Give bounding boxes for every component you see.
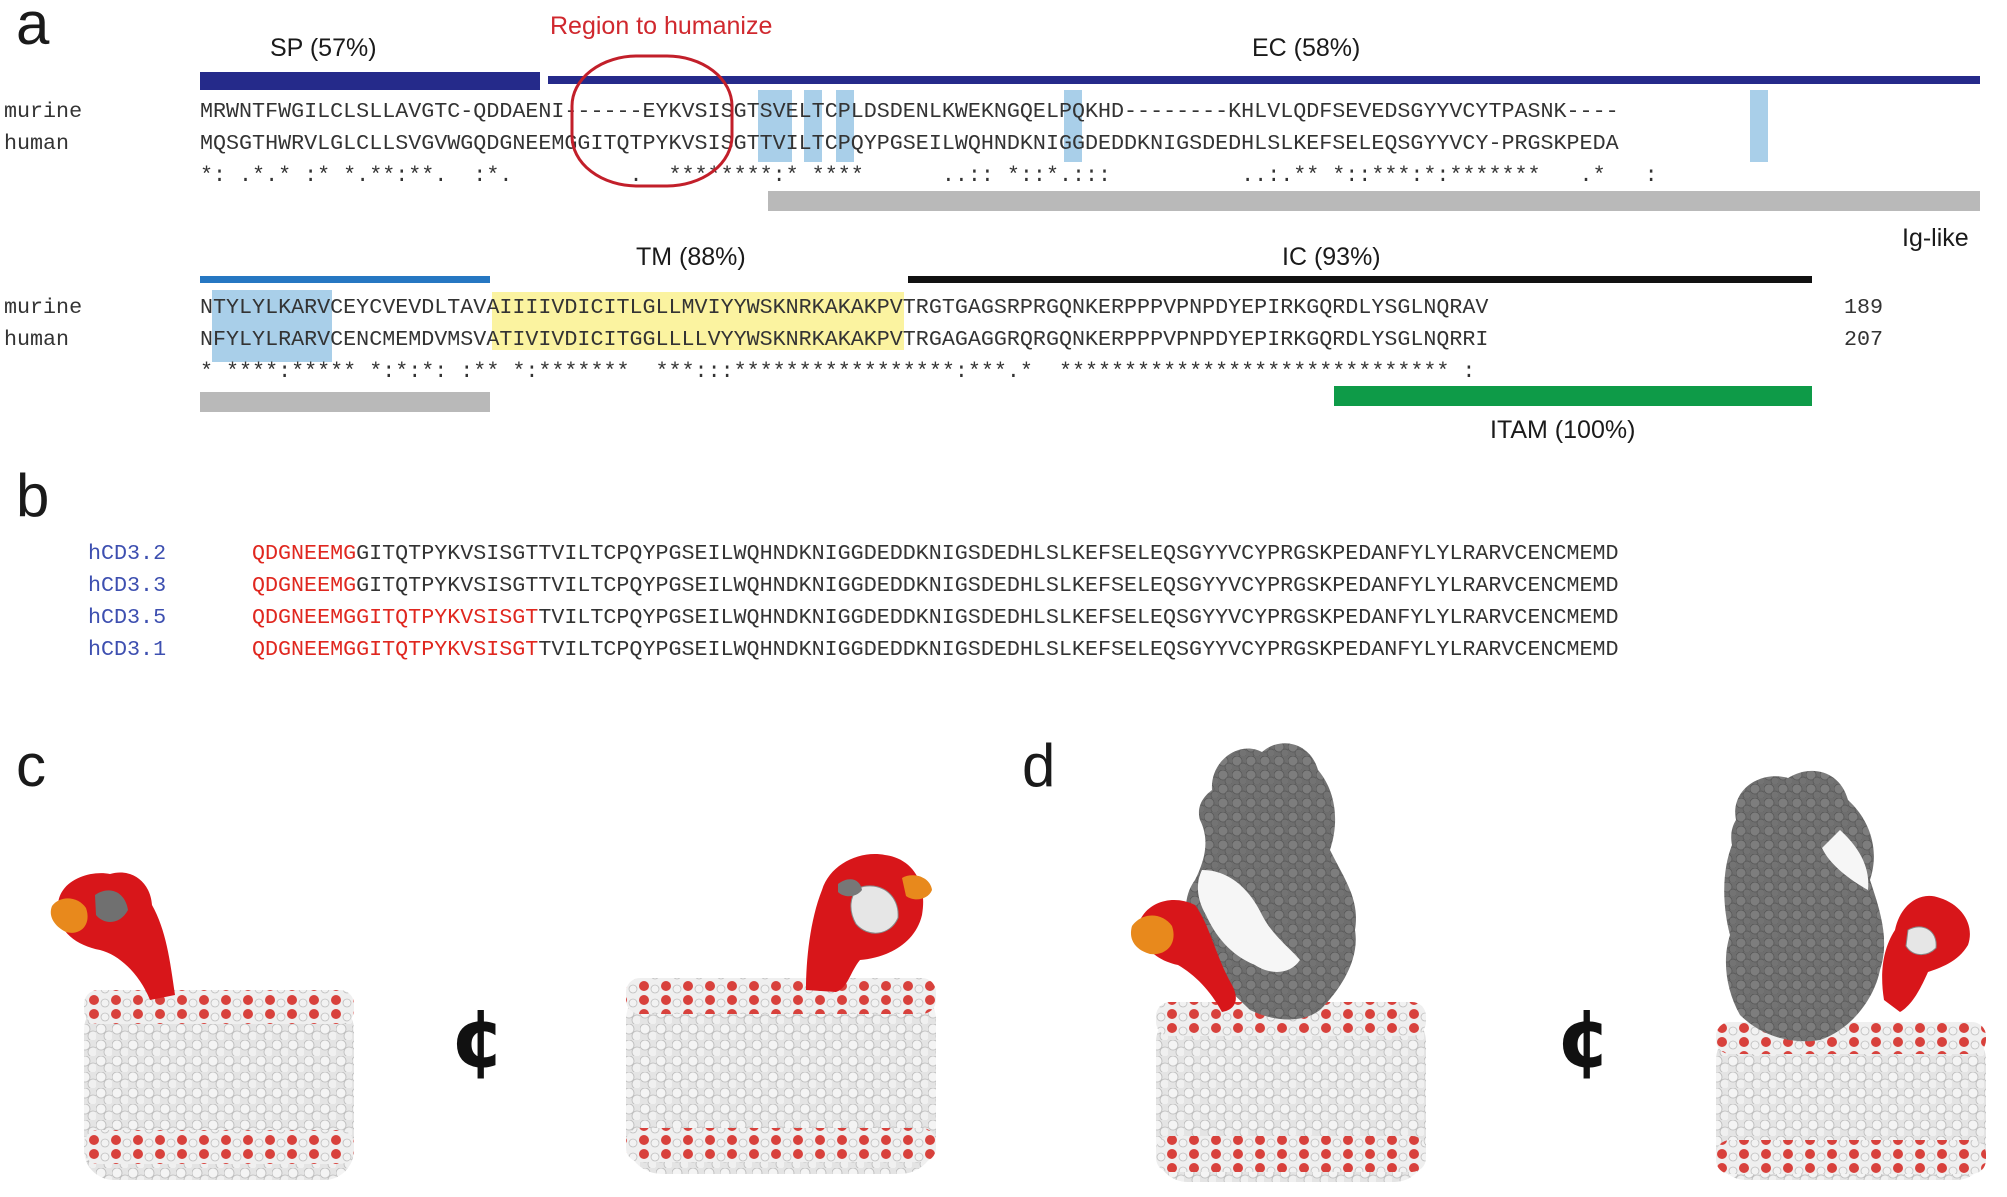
ic-bar bbox=[908, 276, 1812, 283]
ec-bar bbox=[548, 76, 1980, 84]
membrane-c-left bbox=[84, 990, 354, 1180]
humanized-segment: QDGNEEMGGITQTPYKVSISGT bbox=[252, 605, 539, 630]
ec-label: EC (58%) bbox=[1252, 34, 1361, 62]
human-length: 207 bbox=[1844, 327, 1884, 352]
remaining-segment: TVILTCPQYPGSEILWQHNDKNIGGDEDDKNIGSDEDHLS… bbox=[538, 637, 1619, 662]
protein-c-left bbox=[50, 872, 176, 1000]
humanized-segment: QDGNEEMG bbox=[252, 573, 357, 598]
sp-bar bbox=[200, 72, 540, 90]
membrane-c-right bbox=[626, 978, 936, 1174]
ig-like-bar-2 bbox=[200, 392, 490, 412]
highlight-box bbox=[836, 90, 854, 162]
itam-bar bbox=[1334, 386, 1812, 406]
antibody-d-left bbox=[1185, 743, 1356, 1020]
highlight-box bbox=[1064, 90, 1082, 162]
protein-d-left bbox=[1130, 900, 1236, 1012]
highlight-box bbox=[804, 90, 822, 162]
rotation-icon: ¢ bbox=[1556, 992, 1612, 1085]
remaining-segment: GITQTPYKVSISGTTVILTCPQYPGSEILWQHNDKNIGGD… bbox=[356, 573, 1619, 598]
murine-name: murine bbox=[4, 99, 83, 124]
human-name: human bbox=[4, 131, 70, 156]
panel-b-label: b bbox=[16, 462, 50, 529]
ig-like-bar-1 bbox=[768, 191, 1980, 211]
panel-a-label: a bbox=[16, 0, 50, 57]
highlight-box bbox=[212, 290, 332, 362]
construct-sequence: QDGNEEMGGITQTPYKVSISGTTVILTCPQYPGSEILWQH… bbox=[252, 572, 1619, 600]
humanized-segment: QDGNEEMG bbox=[252, 541, 357, 566]
tm-bar bbox=[200, 276, 490, 283]
construct-name: hCD3.1 bbox=[88, 637, 167, 662]
tm-highlight bbox=[492, 292, 904, 350]
murine-length: 189 bbox=[1844, 295, 1884, 320]
remaining-segment: GITQTPYKVSISGTTVILTCPQYPGSEILWQHNDKNIGGD… bbox=[356, 541, 1619, 566]
consensus-2: * ****:***** *:*:*: :** *:******* ***:::… bbox=[200, 359, 1476, 384]
construct-name: hCD3.3 bbox=[88, 573, 167, 598]
human-sequence-1: MQSGTHWRVLGLCLLSVGVWGQDGNEEMGGITQTPYKVSI… bbox=[200, 131, 1619, 156]
membrane-d-left bbox=[1156, 1002, 1426, 1182]
murine-name-2: murine bbox=[4, 295, 83, 320]
humanized-segment: QDGNEEMGGITQTPYKVSISGT bbox=[252, 637, 539, 662]
sp-label: SP (57%) bbox=[270, 34, 377, 62]
rotation-icon: ¢ bbox=[450, 992, 506, 1085]
construct-name: hCD3.5 bbox=[88, 605, 167, 630]
ig-like-label: Ig-like bbox=[1902, 224, 1969, 252]
consensus-1: *: .*.* :* *.**:**. :*. . ********:* ***… bbox=[200, 163, 1658, 188]
antibody-d-right bbox=[1724, 770, 1885, 1042]
construct-sequence: QDGNEEMGGITQTPYKVSISGTTVILTCPQYPGSEILWQH… bbox=[252, 636, 1619, 664]
ic-label: IC (93%) bbox=[1282, 243, 1381, 271]
panel-d-label: d bbox=[1022, 732, 1056, 799]
construct-name: hCD3.2 bbox=[88, 541, 167, 566]
region-to-humanize-label: Region to humanize bbox=[550, 12, 773, 40]
human-name-2: human bbox=[4, 327, 70, 352]
human-sequence-2: NFYLYLRARVCENCMEMDVMSVATIVIVDICITGGLLLLV… bbox=[200, 327, 1489, 352]
protein-c-right bbox=[806, 853, 932, 992]
membrane-d-right bbox=[1716, 1022, 1986, 1180]
panel-c-label: c bbox=[16, 732, 46, 799]
construct-sequence: QDGNEEMGGITQTPYKVSISGTTVILTCPQYPGSEILWQH… bbox=[252, 604, 1619, 632]
protein-d-right bbox=[1882, 895, 1970, 1012]
construct-sequence: QDGNEEMGGITQTPYKVSISGTTVILTCPQYPGSEILWQH… bbox=[252, 540, 1619, 568]
tm-label: TM (88%) bbox=[636, 243, 746, 271]
highlight-box bbox=[758, 90, 792, 162]
itam-label: ITAM (100%) bbox=[1490, 416, 1636, 444]
highlight-box bbox=[1750, 90, 1768, 162]
murine-sequence-1: MRWNTFWGILCLSLLAVGTC-QDDAENI------EYKVSI… bbox=[200, 99, 1619, 124]
remaining-segment: TVILTCPQYPGSEILWQHNDKNIGGDEDDKNIGSDEDHLS… bbox=[538, 605, 1619, 630]
murine-sequence-2: NTYLYLKARVCEYCVEVDLTAVAIIIIVDICITLGLLMVI… bbox=[200, 295, 1489, 320]
